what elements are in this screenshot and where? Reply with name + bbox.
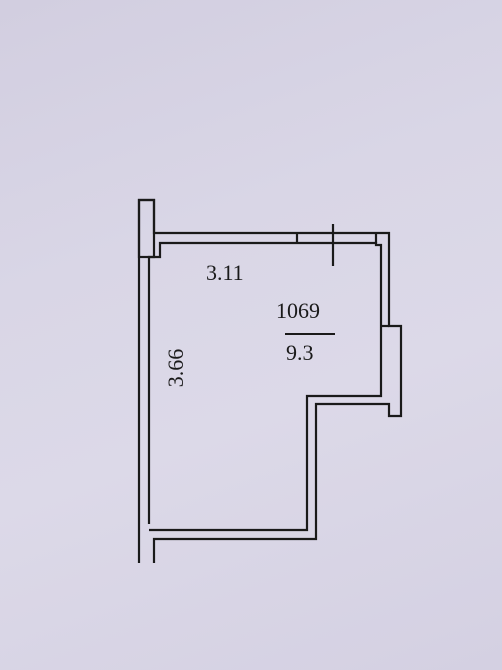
- width-dimension-label: 3.11: [206, 260, 244, 285]
- fraction-bar: [285, 333, 335, 335]
- room-number: 1069: [276, 298, 320, 323]
- height-dimension-label: 3.66: [163, 348, 188, 388]
- inner-wall: [147, 241, 383, 532]
- room-area: 9.3: [286, 340, 314, 365]
- wall-column: [137, 198, 156, 259]
